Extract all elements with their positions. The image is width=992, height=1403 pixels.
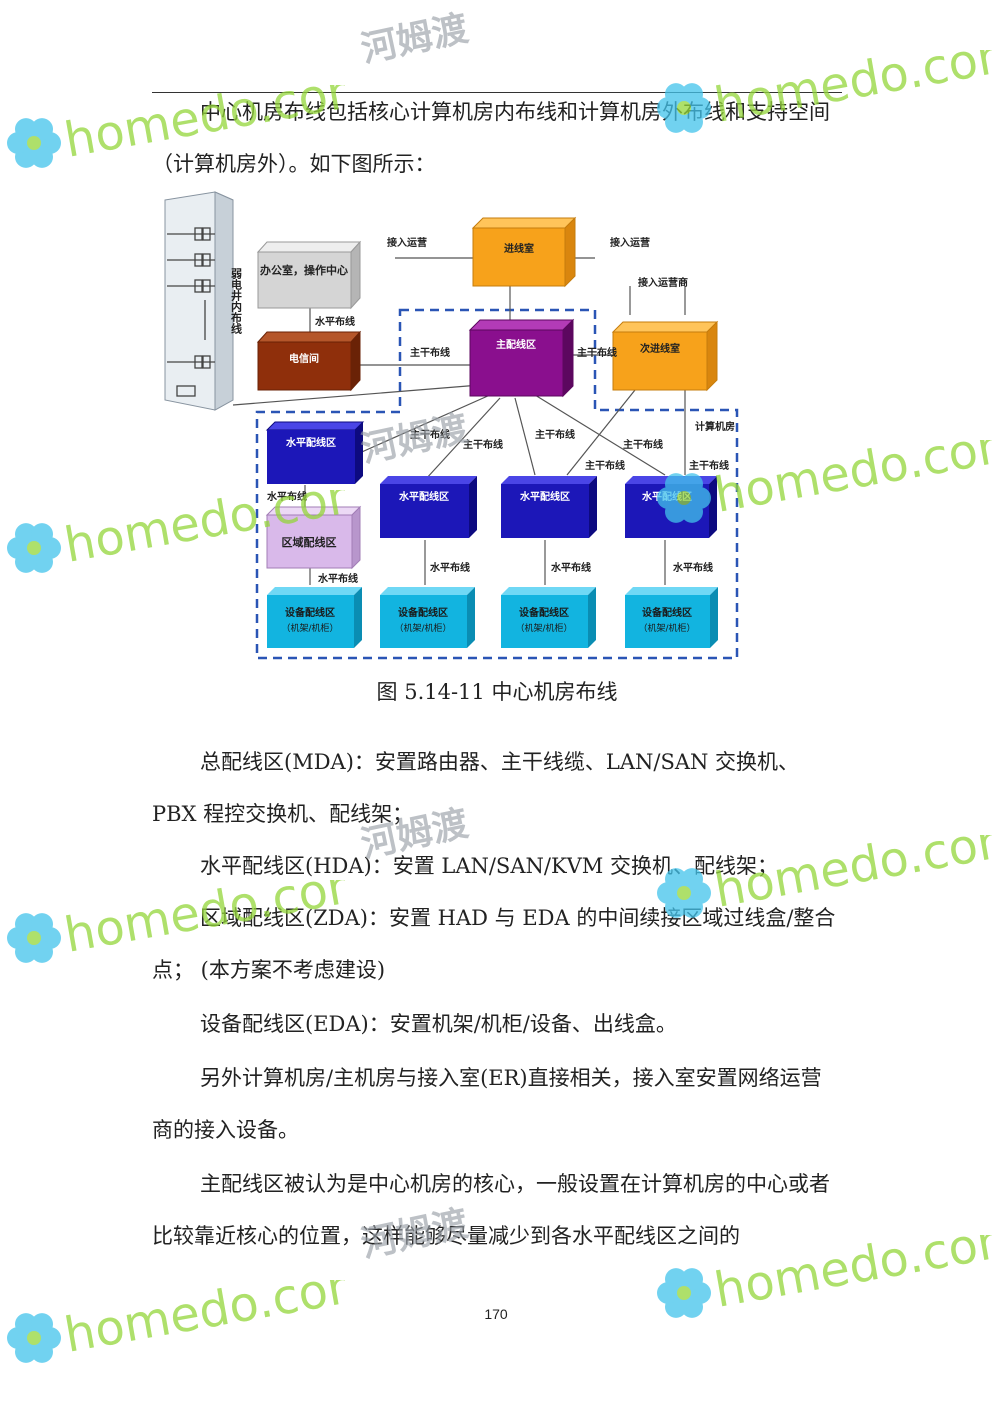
sub-entrance-title: 次进线室 xyxy=(640,342,680,355)
entrance-title: 进线室 xyxy=(504,242,534,255)
label-access-left: 接入运营 xyxy=(387,236,427,249)
paragraph-core: 主配线区被认为是中心机房的核心，一般设置在计算机房的中心或者比较靠近核心的位置，… xyxy=(152,1172,830,1248)
entrance-room-box: 进线室 xyxy=(471,216,577,288)
office-box: 办公室，操作中心 xyxy=(256,240,362,310)
paragraph-mda: 总配线区(MDA)：安置路由器、主干线缆、LAN/SAN 交换机、PBX 程控交… xyxy=(152,750,800,826)
telecom-title: 电信间 xyxy=(289,352,319,365)
label-horizontal-zda: 水平布线 xyxy=(266,490,307,503)
label-access-right: 接入运营 xyxy=(610,236,650,249)
label-horizontal-1: 水平布线 xyxy=(317,572,358,585)
diagram-svg: 弱电井内布线 办公室，操作中心 电信间 xyxy=(164,191,739,660)
label-backbone-4: 主干布线 xyxy=(623,438,663,451)
label-horizontal-3: 水平布线 xyxy=(550,561,591,574)
paragraph-eda: 设备配线区(EDA)：安置机架/机柜/设备、出线盒。 xyxy=(200,1012,677,1036)
hda-box-4: 水平配线区 xyxy=(625,476,717,538)
figure-caption: 图 5.14-11 中心机房布线 xyxy=(376,680,618,704)
hda-box-3: 水平配线区 xyxy=(501,476,597,538)
hda-2-title: 水平配线区 xyxy=(398,490,449,503)
eda-4-title: 设备配线区 xyxy=(642,606,692,619)
building-label: 弱电井内布线 xyxy=(230,268,243,335)
homedo-watermark: homedo.com xyxy=(0,1254,378,1379)
hda-4-title: 水平配线区 xyxy=(641,490,692,503)
label-backbone-3: 主干布线 xyxy=(535,428,575,441)
eda-2-sub: （机架/机柜） xyxy=(394,622,451,634)
sub-entrance-room-box: 次进线室 xyxy=(611,320,719,392)
eda-box-3: 设备配线区 （机架/机柜） xyxy=(501,587,596,648)
flower-logo-icon xyxy=(7,118,61,168)
link-labels: 接入运营 接入运营 接入运营商 水平布线 主干布线 主干布线 主干布线 主干布线… xyxy=(266,236,735,585)
flower-logo-icon xyxy=(7,523,61,573)
eda-3-sub: （机架/机柜） xyxy=(515,622,572,634)
label-backbone-1: 主干布线 xyxy=(410,428,450,441)
zda-title: 区域配线区 xyxy=(282,535,337,549)
homedo-cn-watermark: 河姆渡 xyxy=(357,8,472,71)
page-number: 170 xyxy=(484,1306,508,1322)
header-rule xyxy=(152,92,842,93)
eda-3-title: 设备配线区 xyxy=(519,606,569,619)
paragraph-zda: 区域配线区(ZDA)：安置 HAD 与 EDA 的中间续接区域过线盒/整合点； … xyxy=(152,906,836,982)
hda-3-title: 水平配线区 xyxy=(519,490,570,503)
label-backbone-2: 主干布线 xyxy=(463,438,503,451)
eda-2-title: 设备配线区 xyxy=(398,606,448,619)
eda-4-sub: （机架/机柜） xyxy=(638,622,695,634)
zda-box: 区域配线区 xyxy=(265,505,362,570)
mda-title: 主配线区 xyxy=(496,338,536,351)
paragraph-hda: 水平配线区(HDA)：安置 LAN/SAN/KVM 交换机、配线架； xyxy=(200,854,778,878)
mda-box: 主配线区 xyxy=(468,318,575,398)
label-backbone-6: 主干布线 xyxy=(689,459,729,472)
compute-room-boundary xyxy=(255,308,739,660)
label-horizontal-4: 水平布线 xyxy=(672,561,713,574)
eda-box-1: 设备配线区 （机架/机柜） xyxy=(267,587,362,648)
label-access-carrier: 接入运营商 xyxy=(638,276,688,289)
office-label: 办公室，操作中心 xyxy=(260,263,348,277)
telecom-room-box: 电信间 xyxy=(256,330,362,392)
label-compute-room: 计算机房 xyxy=(695,420,735,433)
flower-logo-icon xyxy=(7,913,61,963)
hda-box-1: 水平配线区 xyxy=(265,421,365,484)
label-horizontal-2: 水平布线 xyxy=(429,561,470,574)
connection-lines xyxy=(232,257,686,585)
paragraph-er: 另外计算机房/主机房与接入室(ER)直接相关，接入室安置网络运营商的接入设备。 xyxy=(152,1066,822,1142)
label-backbone-sub: 主干布线 xyxy=(577,346,617,359)
label-horizontal-office: 水平布线 xyxy=(314,315,355,328)
paragraph-intro: 中心机房布线包括核心计算机房内布线和计算机房外布线和支持空间（计算机房外）。如下… xyxy=(152,100,830,176)
eda-1-sub: （机架/机柜） xyxy=(281,622,338,634)
building: 弱电井内布线 xyxy=(164,191,243,411)
label-backbone-5: 主干布线 xyxy=(585,459,625,472)
wiring-diagram: 弱电井内布线 办公室，操作中心 电信间 xyxy=(155,190,745,669)
label-backbone-telecom: 主干布线 xyxy=(410,346,450,359)
eda-box-2: 设备配线区 （机架/机柜） xyxy=(380,587,475,648)
hda-1-title: 水平配线区 xyxy=(285,436,336,449)
eda-box-4: 设备配线区 （机架/机柜） xyxy=(625,587,718,648)
watermark-text: homedo.com xyxy=(710,440,992,524)
eda-1-title: 设备配线区 xyxy=(285,606,335,619)
hda-box-2: 水平配线区 xyxy=(380,476,477,538)
